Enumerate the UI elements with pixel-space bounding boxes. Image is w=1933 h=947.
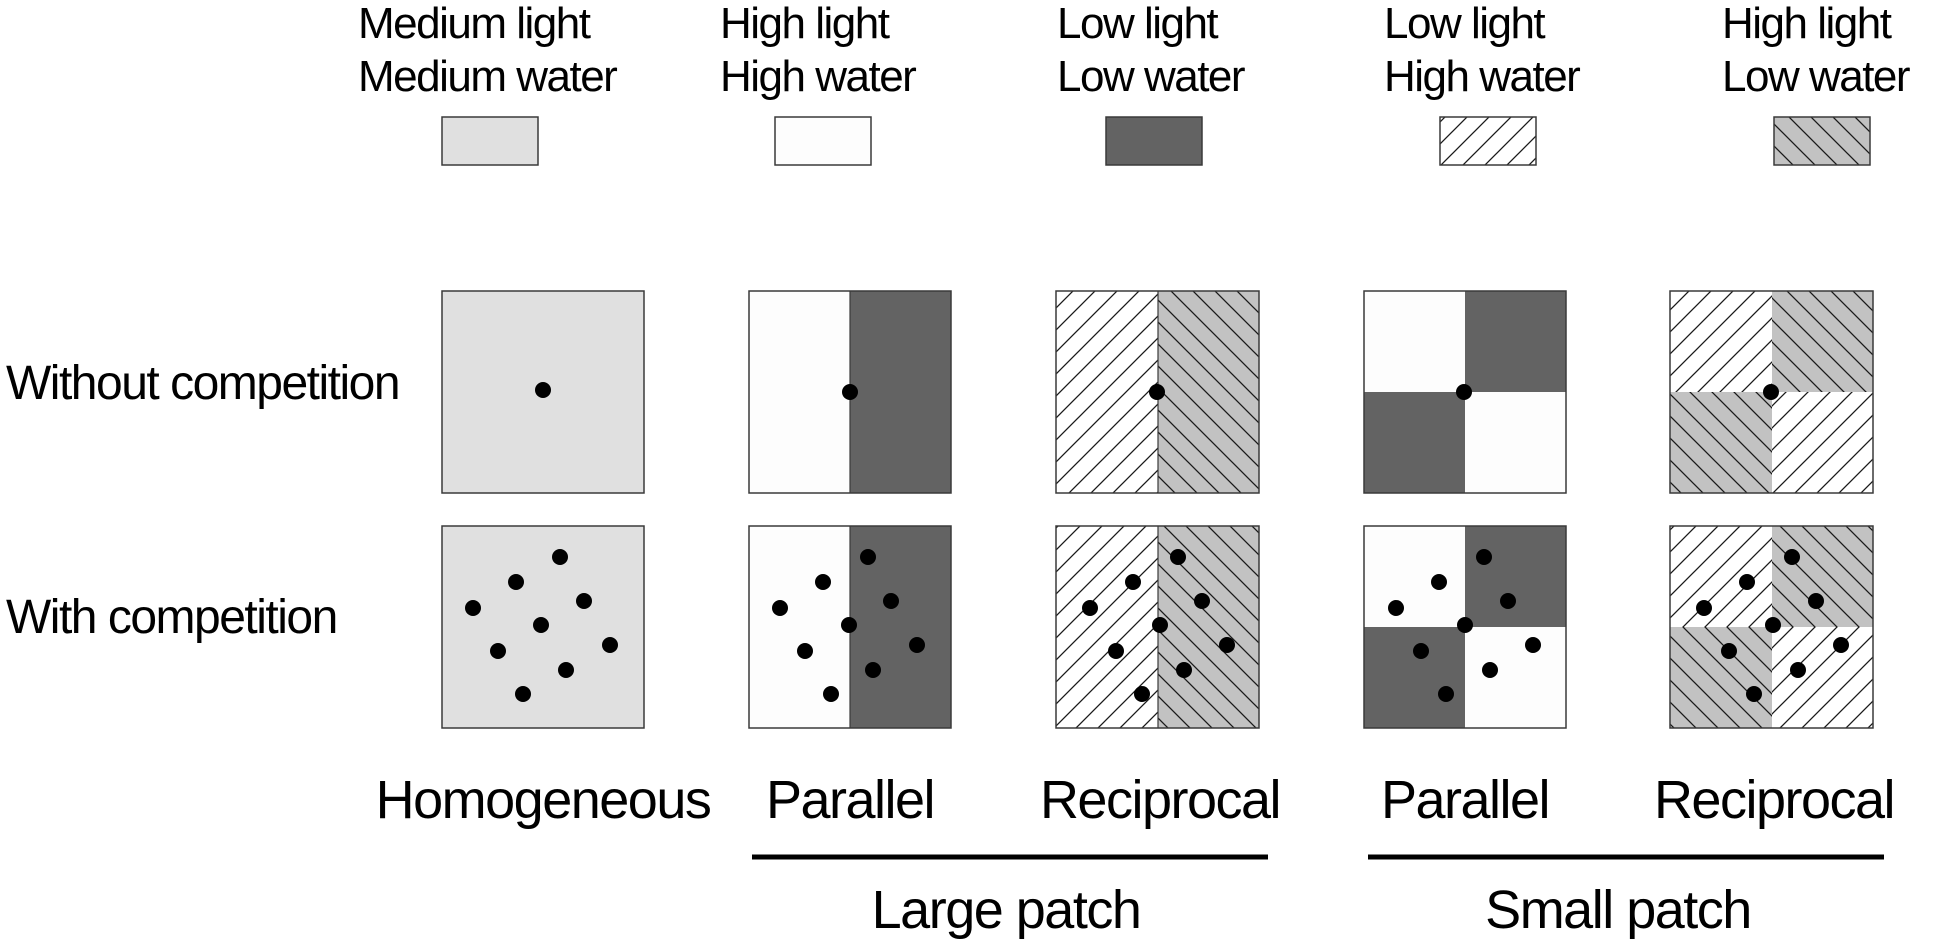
panel-homogeneous-without-competition (441, 290, 645, 494)
legend-label-line1: Low light (1057, 0, 1218, 48)
legend-label-line1: High light (720, 0, 890, 48)
legend-swatch (774, 116, 872, 166)
plant-dots (772, 549, 925, 702)
legend-item-high-light-high-water: High light High water (720, 0, 918, 166)
column-label-large-reciprocal: Reciprocal (1040, 770, 1280, 830)
column-label-small-reciprocal: Reciprocal (1654, 770, 1894, 830)
plant-dots (1696, 549, 1849, 702)
plant-dots (465, 549, 618, 702)
legend-label-line2: Low water (1057, 52, 1245, 101)
panel-small-reciprocal-without-competition (1669, 290, 1874, 494)
legend-label-line2: High water (1384, 52, 1580, 101)
legend-label-line2: High water (720, 52, 916, 101)
plant-dots (1082, 549, 1235, 702)
panel-homogeneous-with-competition (441, 525, 645, 729)
group-label-large-patch: Large patch (872, 880, 1141, 940)
panel-small-parallel-without-competition (1363, 290, 1567, 494)
legend-swatch (1105, 116, 1203, 166)
group-label-small-patch: Small patch (1485, 880, 1751, 940)
row-label-with-competition: With competition (6, 591, 337, 644)
plant-dot (1456, 384, 1472, 400)
legend-label-line1: Low light (1384, 0, 1545, 48)
column-label-large-parallel: Parallel (766, 770, 934, 830)
legend-label-line1: High light (1722, 0, 1892, 48)
panel-small-parallel-with-competition (1363, 525, 1567, 729)
legend-item-medium-light-medium-water: Medium light Medium water (358, 0, 619, 166)
panel-large-reciprocal-without-competition (1055, 290, 1260, 494)
plant-dot (842, 384, 858, 400)
panel-large-reciprocal-with-competition (1055, 525, 1260, 729)
plant-dots (1388, 549, 1541, 702)
legend-item-high-light-low-water: High light Low water (1722, 0, 1911, 166)
legend: Medium light Medium water High light Hig… (358, 0, 1911, 166)
panel-large-parallel-without-competition (748, 290, 952, 494)
legend-item-low-light-high-water: Low light High water (1384, 0, 1582, 166)
legend-item-low-light-low-water: Low light Low water (1057, 0, 1246, 166)
column-label-homogeneous: Homogeneous (376, 770, 711, 830)
legend-swatch (441, 116, 539, 166)
plant-dot (1149, 384, 1165, 400)
column-label-small-parallel: Parallel (1381, 770, 1549, 830)
legend-label-line2: Low water (1722, 52, 1910, 101)
legend-swatch (1439, 116, 1537, 166)
panel-small-reciprocal-with-competition (1669, 525, 1874, 729)
panel-large-parallel-with-competition (748, 525, 952, 729)
legend-label-line1: Medium light (358, 0, 591, 48)
plant-dot (535, 382, 551, 398)
row-label-without-competition: Without competition (6, 357, 399, 410)
plant-dot (1763, 384, 1779, 400)
legend-swatch (1773, 116, 1871, 166)
legend-label-line2: Medium water (358, 52, 617, 101)
